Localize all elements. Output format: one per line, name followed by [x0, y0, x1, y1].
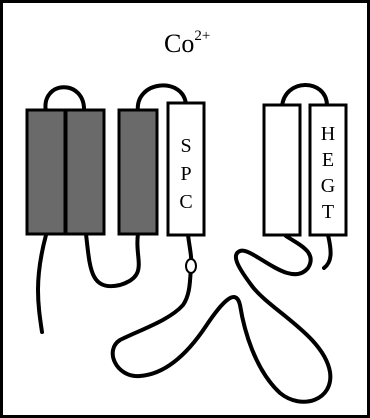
helix-3 — [117, 108, 159, 236]
helix-5 — [262, 103, 302, 237]
long-cytoplasmic-loop — [110, 233, 333, 404]
n-terminal-tail — [36, 233, 48, 334]
hegt-letter-h: H — [321, 123, 335, 145]
loop-helix5-helix6 — [280, 83, 329, 109]
helix-1 — [25, 108, 67, 236]
ion-label-base: Co — [164, 29, 194, 58]
hegt-letter-e: E — [322, 149, 334, 171]
hegt-letter-g: G — [321, 175, 335, 197]
spc-letter-c: C — [179, 191, 192, 213]
loop-helix1-helix2 — [43, 85, 87, 114]
spc-letter-s: S — [180, 135, 191, 157]
hegt-letter-t: T — [322, 201, 334, 223]
ion-label-superscript: 2+ — [194, 28, 210, 44]
loop-helix3-helix4 — [135, 83, 188, 114]
helix-2 — [64, 108, 106, 236]
loop-oval-marker — [185, 258, 197, 274]
helix-4-spc — [166, 101, 206, 237]
ion-label: Co2+ — [164, 28, 210, 58]
helix-6-hegt — [308, 103, 348, 237]
spc-letter-p: P — [180, 163, 191, 185]
c-terminal-tail — [322, 233, 333, 270]
loop-helix2-helix3 — [84, 232, 141, 289]
